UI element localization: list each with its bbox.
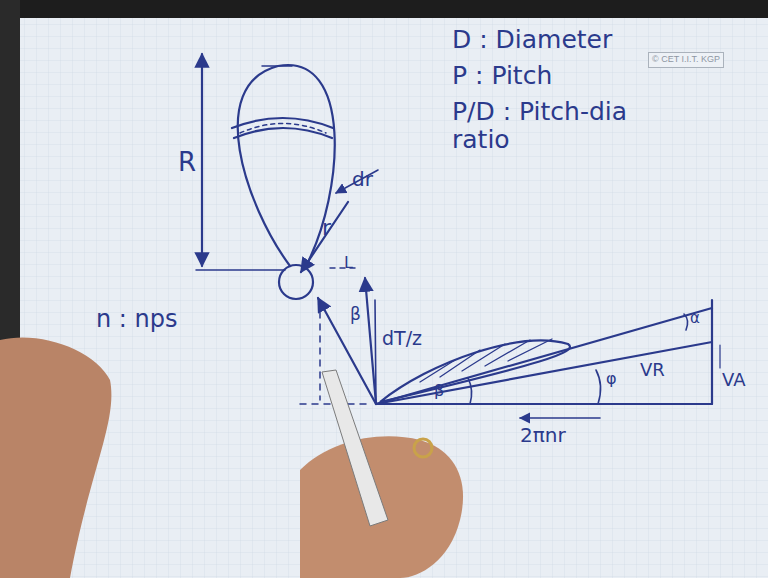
velocity-label: VR xyxy=(640,360,665,380)
angle-arc xyxy=(596,370,601,404)
dimension-label: dr xyxy=(352,168,373,190)
tip-tick xyxy=(262,65,292,67)
legend-note: D : Diameter xyxy=(452,26,612,54)
angle-label: φ xyxy=(606,370,617,388)
pitch-line xyxy=(376,308,712,404)
dimension-label: r xyxy=(322,216,331,240)
rotation-velocity-arrow xyxy=(520,417,600,419)
baseline xyxy=(376,403,712,405)
force-label: dT/z xyxy=(382,328,422,349)
board-frame-top xyxy=(0,0,768,18)
presenter-hand xyxy=(0,337,111,578)
angle-label: β xyxy=(350,305,361,324)
angle-arc xyxy=(468,378,472,404)
marker-pen xyxy=(322,370,388,526)
va-leader xyxy=(719,345,720,368)
legend-note: P : Pitch xyxy=(452,62,552,90)
velocity-label: 2πnr xyxy=(520,424,566,446)
thrust-vector xyxy=(375,300,376,404)
board-grid xyxy=(20,18,768,578)
angle-label: β xyxy=(434,382,444,400)
angle-label: α xyxy=(690,310,700,327)
velocity-label: VA xyxy=(722,370,745,390)
dimension-label: R xyxy=(178,148,196,177)
force-label: L xyxy=(344,254,353,272)
legend-note: P/D : Pitch-dia ratio xyxy=(452,98,652,153)
dimension-tick xyxy=(196,269,285,271)
blade-outline xyxy=(238,65,335,266)
radius-arrow xyxy=(301,202,348,272)
note-label: n : nps xyxy=(96,306,178,332)
aerofoil-hatch xyxy=(420,339,552,382)
finger-ring xyxy=(414,439,432,457)
angle-arc xyxy=(684,314,688,330)
blade-strip-hatch xyxy=(240,124,326,134)
aerofoil-section xyxy=(380,341,570,402)
axial-velocity-line xyxy=(711,300,713,404)
radius-dimension xyxy=(201,54,203,266)
dashed-guide xyxy=(319,300,321,400)
watermark: © CET I.I.T. KGP xyxy=(648,52,724,68)
